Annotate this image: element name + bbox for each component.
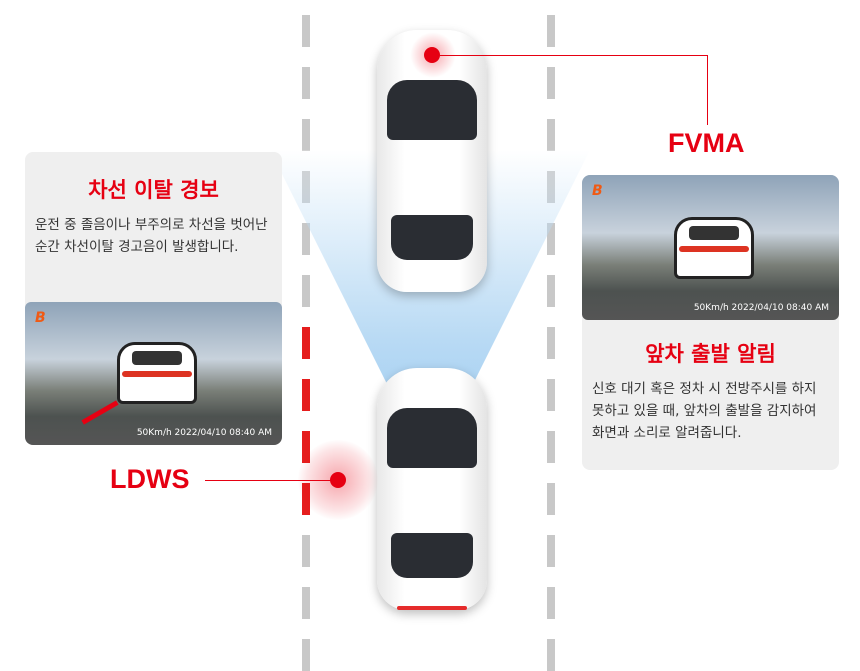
brand-logo: B — [35, 310, 46, 326]
ego-car — [377, 368, 487, 610]
fvma-title: 앞차 출발 알림 — [645, 342, 776, 366]
lane-dash — [547, 275, 555, 307]
lane-dash — [547, 379, 555, 411]
ldws-label: LDWS — [110, 464, 190, 494]
fvma-label: FVMA — [668, 128, 745, 158]
ldws-leader-line — [205, 480, 333, 481]
fvma-leader-line-vertical — [707, 55, 708, 125]
fvma-panel: B 50Km/h 2022/04/10 08:40 AM 앞차 출발 알림 신호… — [582, 175, 839, 470]
lane-dash — [302, 535, 310, 567]
ldws-panel: 차선 이탈 경보 운전 중 졸음이나 부주의로 차선을 벗어난 순간 차선이탈 … — [25, 152, 282, 445]
lane-dash — [302, 275, 310, 307]
lane-dash — [547, 483, 555, 515]
lane-departure-arrow — [81, 400, 119, 425]
lane-dash — [547, 119, 555, 151]
speed-timestamp: 50Km/h 2022/04/10 08:40 AM — [136, 428, 272, 438]
lane-dash — [547, 223, 555, 255]
lane-dash — [302, 327, 310, 359]
lane-dash — [302, 223, 310, 255]
lane-dash — [547, 587, 555, 619]
fvma-leader-line — [440, 55, 708, 56]
fvma-description: 신호 대기 혹은 정차 시 전방주시를 하지 못하고 있을 때, 앞차의 출발을… — [592, 381, 817, 441]
fvma-dashcam-photo: B 50Km/h 2022/04/10 08:40 AM — [582, 175, 839, 320]
lane-dash — [547, 535, 555, 567]
lane-dash — [547, 327, 555, 359]
lane-dash — [302, 15, 310, 47]
lane-dash — [302, 431, 310, 463]
fvma-dot — [424, 47, 440, 63]
ldws-title: 차선 이탈 경보 — [88, 178, 219, 202]
left-lane-line — [302, 0, 310, 671]
lane-dash — [302, 379, 310, 411]
lane-dash — [547, 431, 555, 463]
brand-logo: B — [592, 183, 603, 199]
front-car — [377, 30, 487, 292]
lane-dash — [547, 639, 555, 671]
lane-dash — [547, 15, 555, 47]
right-lane-line — [547, 0, 555, 671]
lane-dash — [302, 639, 310, 671]
ldws-dot — [330, 472, 346, 488]
lane-dash — [302, 67, 310, 99]
front-car-illustration — [674, 217, 754, 279]
ldws-dashcam-photo: B 50Km/h 2022/04/10 08:40 AM — [25, 302, 282, 445]
lane-dash — [547, 67, 555, 99]
ldws-description: 운전 중 졸음이나 부주의로 차선을 벗어난 순간 차선이탈 경고음이 발생합니… — [35, 217, 268, 255]
lane-dash — [302, 119, 310, 151]
speed-timestamp: 50Km/h 2022/04/10 08:40 AM — [693, 303, 829, 313]
rear-car-illustration — [117, 342, 197, 404]
lane-dash — [302, 483, 310, 515]
lane-dash — [302, 587, 310, 619]
